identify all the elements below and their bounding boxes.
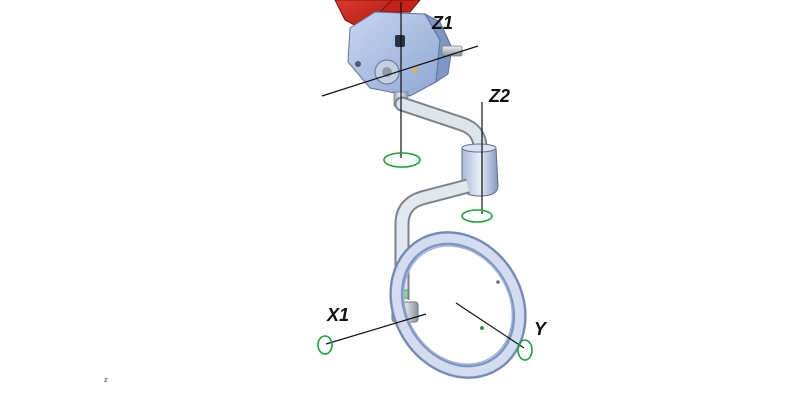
elbow-joint-housing — [461, 143, 499, 197]
corner-mark: z — [104, 376, 108, 384]
label-y: Y — [534, 319, 548, 339]
circular-ring — [389, 231, 527, 379]
bracket-bolt — [395, 35, 405, 47]
z2-rotation-marker-icon — [461, 209, 493, 223]
ring-screw — [480, 326, 484, 330]
x1-rotation-marker-icon — [317, 335, 333, 355]
axis-y-line — [455, 302, 525, 349]
axis-z1-horizontal-line — [321, 45, 479, 97]
y-rotation-marker-icon — [517, 339, 533, 361]
label-z2: Z2 — [488, 86, 510, 106]
wrist-bracket — [347, 11, 463, 97]
bracket-indicator-dot — [412, 67, 418, 73]
upper-tube-arm — [393, 91, 488, 160]
axis-x1-line — [325, 313, 427, 345]
label-x1: X1 — [326, 305, 349, 325]
axis-lines — [321, 2, 525, 349]
z1-rotation-marker-icon — [383, 152, 421, 168]
rotation-markers — [317, 152, 533, 361]
robot-arm-red-segment — [334, 0, 421, 29]
label-z1: Z1 — [431, 13, 453, 33]
